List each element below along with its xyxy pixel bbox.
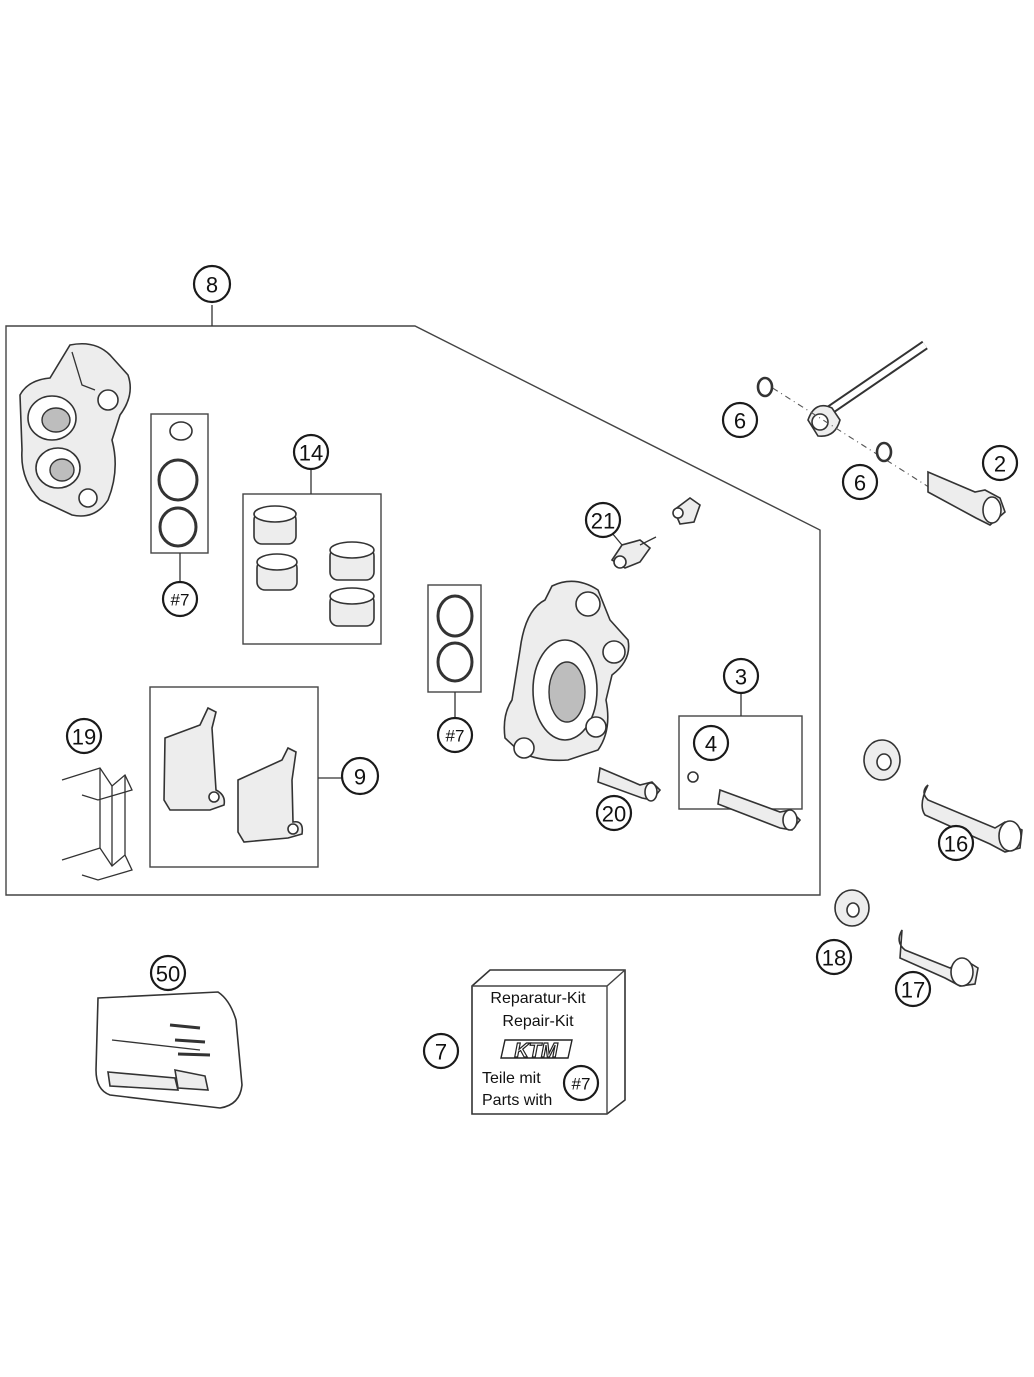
washer-18	[834, 889, 870, 927]
callout-17: 17	[894, 970, 932, 1008]
callout-19: 19	[65, 717, 103, 755]
caliper-assembly-frame	[5, 325, 821, 896]
callout-21: 21	[584, 501, 622, 539]
brake-pads-box	[149, 686, 319, 868]
bleed-valve	[610, 536, 657, 569]
svg-text:8: 8	[206, 273, 218, 298]
callout-2: 2	[981, 444, 1019, 482]
callout-18: 18	[815, 938, 853, 976]
callout-7-kit: #7	[562, 1064, 600, 1102]
callout-7: 7	[422, 1032, 460, 1070]
svg-text:16: 16	[944, 832, 968, 857]
callout-8: 8	[192, 264, 232, 304]
bleed-cap	[672, 497, 701, 525]
repair-kit-package: Reparatur-Kit Repair-Kit KTM Teile mit P…	[471, 969, 626, 1115]
svg-text:3: 3	[735, 665, 747, 690]
svg-text:50: 50	[156, 962, 180, 987]
svg-text:#7: #7	[446, 727, 465, 746]
guide-pin	[687, 771, 802, 831]
callout-16: 16	[937, 824, 975, 862]
svg-text:14: 14	[299, 441, 323, 466]
pin-kit-box	[678, 715, 803, 810]
caliper-half-right	[503, 580, 630, 762]
callout-7-middle: #7	[436, 716, 474, 754]
callout-6-upper: 6	[721, 401, 759, 439]
callout-14: 14	[292, 433, 330, 471]
caliper-bolt	[597, 766, 662, 802]
svg-text:18: 18	[822, 946, 846, 971]
svg-text:6: 6	[854, 471, 866, 496]
callout-7-left: #7	[161, 580, 199, 618]
svg-text:4: 4	[705, 732, 717, 757]
svg-text:19: 19	[72, 725, 96, 750]
svg-text:6: 6	[734, 409, 746, 434]
svg-text:7: 7	[435, 1040, 447, 1065]
kit-parts-en: Parts with	[482, 1092, 552, 1109]
callout-50: 50	[149, 954, 187, 992]
callout-4: 4	[692, 724, 730, 762]
banjo-bolt	[927, 470, 1006, 526]
ktm-logo-text: KTM	[514, 1040, 559, 1062]
svg-text:9: 9	[354, 765, 366, 790]
washer-upper	[756, 376, 774, 398]
svg-text:#7: #7	[572, 1075, 591, 1094]
callout-6-lower: 6	[841, 463, 879, 501]
brake-pad-left	[163, 706, 226, 811]
brake-pad-right	[237, 746, 304, 843]
washer-16	[863, 739, 901, 781]
bolt-16	[921, 784, 1023, 853]
svg-text:21: 21	[591, 509, 615, 534]
brake-hose	[807, 340, 928, 437]
washer-lower	[875, 441, 893, 463]
callout-9: 9	[340, 756, 380, 796]
svg-text:17: 17	[901, 978, 925, 1003]
kit-parts-de: Teile mit	[482, 1070, 541, 1087]
ktm-logo: KTM	[500, 1039, 573, 1063]
callout-3: 3	[722, 657, 760, 695]
pistons	[253, 505, 375, 627]
bolt-17	[898, 929, 979, 987]
kit-title-en: Repair-Kit	[502, 1013, 574, 1030]
caliper-half-left	[19, 342, 131, 517]
pistons-box	[242, 493, 382, 645]
callout-20: 20	[595, 794, 633, 832]
pad-spring	[61, 767, 133, 881]
svg-text:2: 2	[994, 452, 1006, 477]
svg-text:20: 20	[602, 802, 626, 827]
kit-title-de: Reparatur-Kit	[490, 990, 586, 1007]
svg-text:#7: #7	[171, 591, 190, 610]
grease-package	[95, 991, 243, 1109]
